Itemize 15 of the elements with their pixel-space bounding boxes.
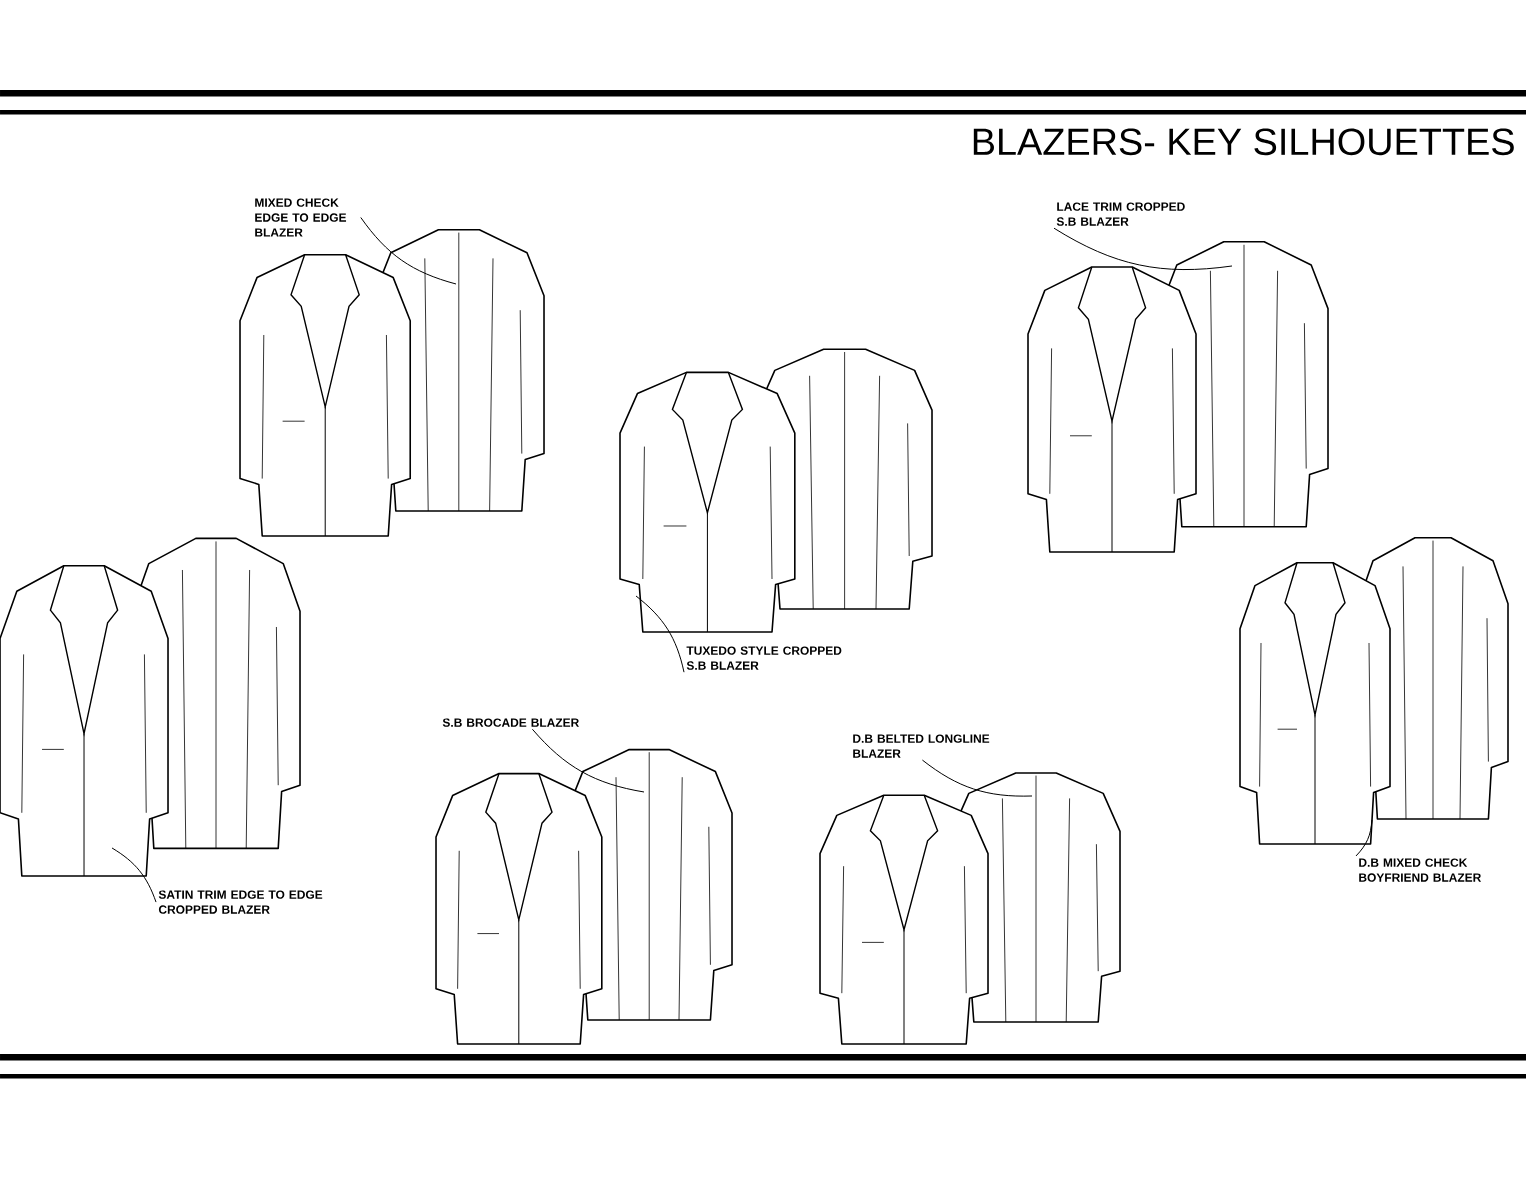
blazer-drawing xyxy=(0,537,301,877)
title: BLAZERS- KEY SILHOUETTES xyxy=(973,128,1514,156)
leader-line xyxy=(921,759,1033,797)
leader-line xyxy=(1053,227,1233,271)
blazer-drawing xyxy=(239,229,545,537)
leader-line xyxy=(531,728,645,793)
blazer-drawing xyxy=(435,748,733,1045)
leader-line xyxy=(1355,819,1373,857)
blazer-drawing xyxy=(619,348,933,633)
leader-line xyxy=(111,847,157,903)
blazer-drawing xyxy=(1239,537,1509,845)
blazer-drawing xyxy=(1027,241,1329,553)
blazer-drawing xyxy=(819,772,1121,1045)
leader-line xyxy=(635,595,685,673)
leader-line xyxy=(360,217,457,285)
